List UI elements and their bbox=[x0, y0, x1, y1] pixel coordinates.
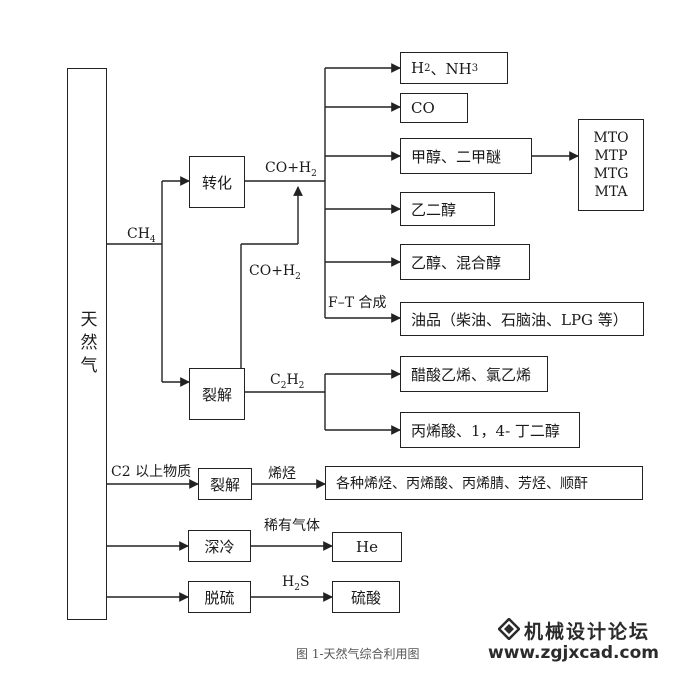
cracking-node: 裂解 bbox=[189, 368, 245, 420]
syngas-top-label: CO+H2 bbox=[265, 160, 317, 179]
ch4-label: CH4 bbox=[127, 226, 156, 245]
co-node: CO bbox=[400, 93, 468, 123]
olefins-label: 烯烃 bbox=[268, 466, 296, 482]
watermark-url: www.zgjxcad.com bbox=[488, 643, 659, 663]
mtg-item: MTG bbox=[593, 166, 629, 182]
acrylic-bdo-node: 丙烯酸、1，4- 丁二醇 bbox=[400, 412, 580, 448]
cracking-c2-node: 裂解 bbox=[198, 468, 252, 500]
figure-caption: 图 1-天然气综合利用图 bbox=[296, 647, 420, 661]
natural-gas-node: 天然气 bbox=[67, 68, 107, 620]
natural-gas-label: 天然气 bbox=[76, 309, 97, 379]
c2h2-label: C2H2 bbox=[270, 372, 305, 391]
syngas-mid-label: CO+H2 bbox=[249, 263, 301, 282]
helium-node: He bbox=[332, 532, 402, 562]
watermark-name: 机械设计论坛 bbox=[524, 621, 651, 643]
rare-gas-label: 稀有气体 bbox=[264, 518, 320, 534]
methanol-dme-node: 甲醇、二甲醚 bbox=[400, 138, 532, 174]
h2s-label: H2S bbox=[282, 574, 310, 593]
c2-above-label: C2 以上物质 bbox=[111, 464, 192, 480]
mto-group-node: MTO MTP MTG MTA bbox=[578, 119, 644, 211]
conversion-node: 转化 bbox=[189, 156, 245, 208]
mta-item: MTA bbox=[594, 184, 628, 200]
mto-item: MTO bbox=[593, 130, 629, 146]
sulfuric-acid-node: 硫酸 bbox=[332, 581, 400, 613]
vinyl-node: 醋酸乙烯、氯乙烯 bbox=[400, 356, 548, 392]
forum-logo-icon bbox=[498, 618, 520, 640]
ethanol-mixed-node: 乙醇、混合醇 bbox=[400, 244, 530, 280]
mtp-item: MTP bbox=[594, 148, 628, 164]
oil-products-node: 油品（柴油、石脑油、LPG 等） bbox=[400, 302, 644, 336]
ft-synthesis-label: F–T 合成 bbox=[328, 295, 387, 311]
cryogenic-node: 深冷 bbox=[188, 530, 251, 562]
olefins-products-node: 各种烯烃、丙烯酸、丙烯腈、芳烃、顺酐 bbox=[325, 466, 643, 500]
desulfurization-node: 脱硫 bbox=[188, 581, 251, 613]
ethylene-glycol-node: 乙二醇 bbox=[400, 192, 495, 226]
